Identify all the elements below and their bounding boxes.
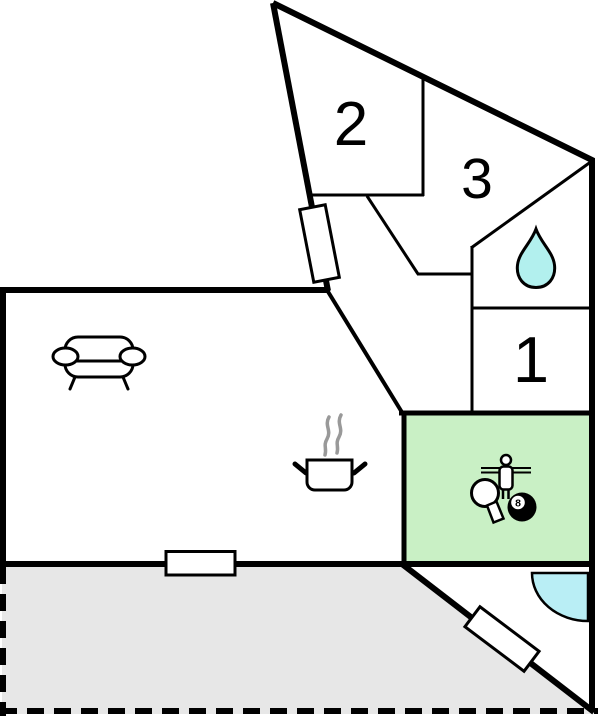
pot-handle-left bbox=[292, 461, 309, 476]
door-swing-icon bbox=[530, 571, 590, 623]
foosball-player-head bbox=[499, 453, 513, 467]
pot-handle-right bbox=[351, 461, 368, 476]
window-icon bbox=[462, 604, 542, 674]
pot-body bbox=[305, 458, 354, 492]
sofa-icon bbox=[51, 335, 147, 391]
billiard-ball-number-circle bbox=[511, 495, 525, 510]
terrace-dashed-border bbox=[0, 567, 598, 716]
foosball-player-torso bbox=[498, 465, 514, 491]
window-icon-diagonal bbox=[462, 604, 542, 674]
cooking-pot-icon bbox=[292, 413, 368, 492]
window-icon-bottom bbox=[164, 550, 237, 577]
hall-wall-diagonal-small bbox=[365, 195, 420, 275]
sofa-armrest-right bbox=[118, 346, 147, 367]
steam-line-right bbox=[335, 413, 343, 455]
table-tennis-paddle-icon bbox=[470, 478, 506, 525]
sofa-leg-left bbox=[68, 375, 77, 391]
steam-icon bbox=[323, 413, 343, 457]
paddle-handle bbox=[485, 499, 506, 525]
window-icon bbox=[297, 202, 342, 285]
paddle-blade bbox=[470, 478, 500, 508]
foosball-player-icon bbox=[481, 453, 531, 499]
room-1-label: 1 bbox=[513, 323, 549, 396]
window-icon-left-slant bbox=[297, 202, 342, 285]
room-2-label: 2 bbox=[334, 90, 368, 159]
steam-line-left bbox=[323, 415, 331, 457]
interior-walls bbox=[311, 77, 595, 413]
windows bbox=[164, 202, 542, 674]
wall-top-slant-and-right bbox=[271, 0, 595, 712]
bath-wall-diagonal bbox=[470, 159, 593, 250]
billiard-8-ball-icon: 8 bbox=[507, 492, 537, 522]
room-3-label: 3 bbox=[461, 147, 493, 211]
game-room-icons: 8 bbox=[470, 453, 537, 525]
water-drop-icon bbox=[515, 224, 557, 290]
wall-hall-diagonal bbox=[325, 288, 405, 416]
sofa-leg-right bbox=[121, 375, 130, 391]
billiard-ball-number: 8 bbox=[515, 498, 521, 510]
sofa-armrest-left bbox=[51, 346, 80, 367]
